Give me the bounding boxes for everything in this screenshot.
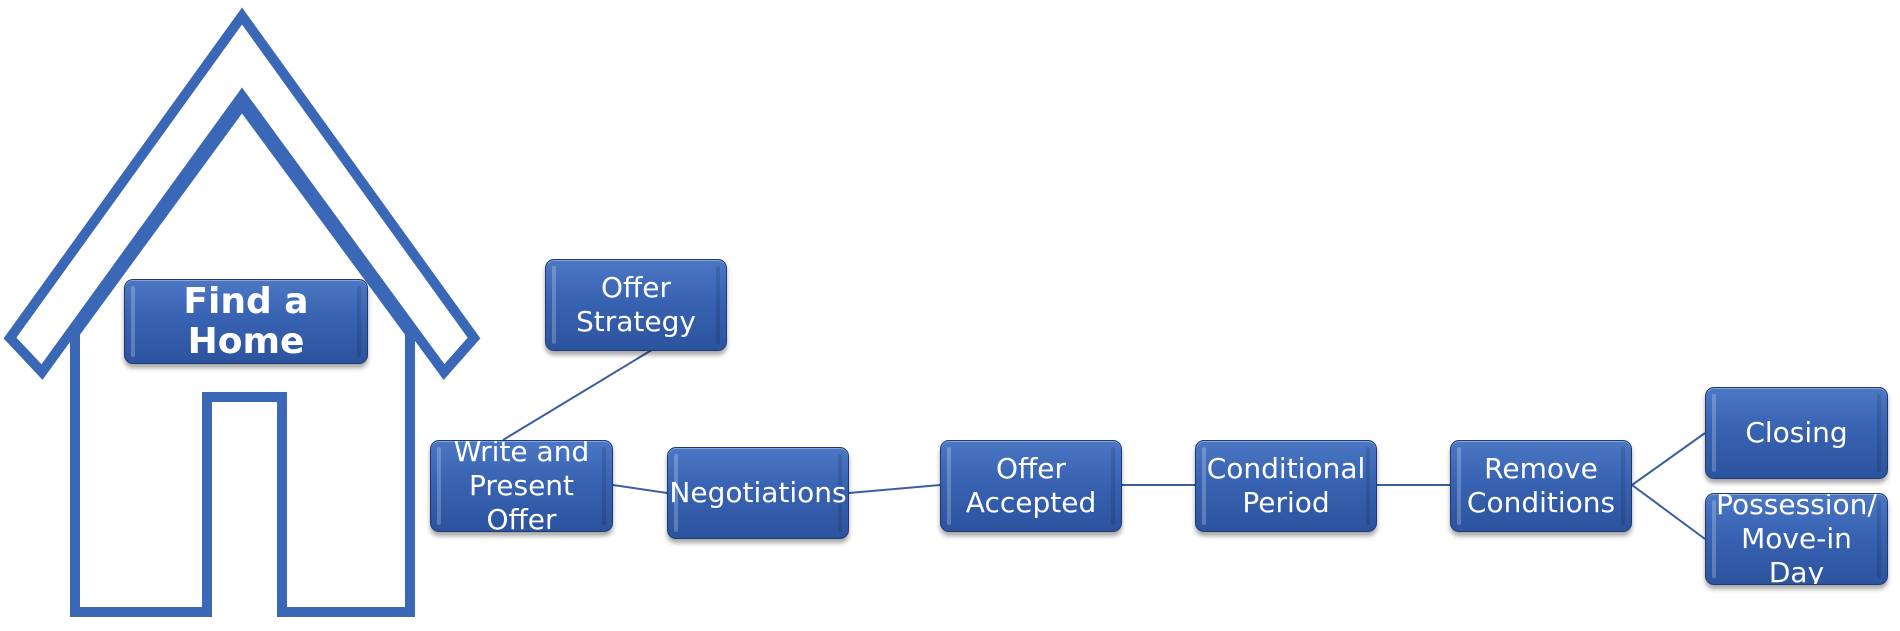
step-negotiations: Negotiations (667, 447, 849, 539)
connector-layer (502, 347, 1706, 540)
step-possession-move-in-day: Possession/Move-in Day (1705, 493, 1888, 585)
connector-negotiations-to-offer-accepted (848, 484, 941, 494)
house-outline-icon (3, 7, 481, 617)
step-find-a-home: Find a Home (124, 279, 368, 364)
connector-write-present-offer-to-offer-strategy (502, 347, 656, 441)
step-label: Closing (1745, 416, 1848, 449)
connector-remove-conditions-to-closing (1631, 432, 1706, 486)
step-label: Find a Home (183, 280, 309, 362)
connector-write-present-offer-to-negotiations (612, 484, 668, 494)
step-label: Negotiations (669, 476, 847, 509)
step-closing: Closing (1705, 387, 1888, 479)
house-body (70, 96, 415, 617)
step-label: Possession/Move-in Day (1716, 493, 1877, 585)
house-outer-roof (3, 7, 481, 380)
connector-remove-conditions-to-possession-move-in (1631, 484, 1706, 540)
